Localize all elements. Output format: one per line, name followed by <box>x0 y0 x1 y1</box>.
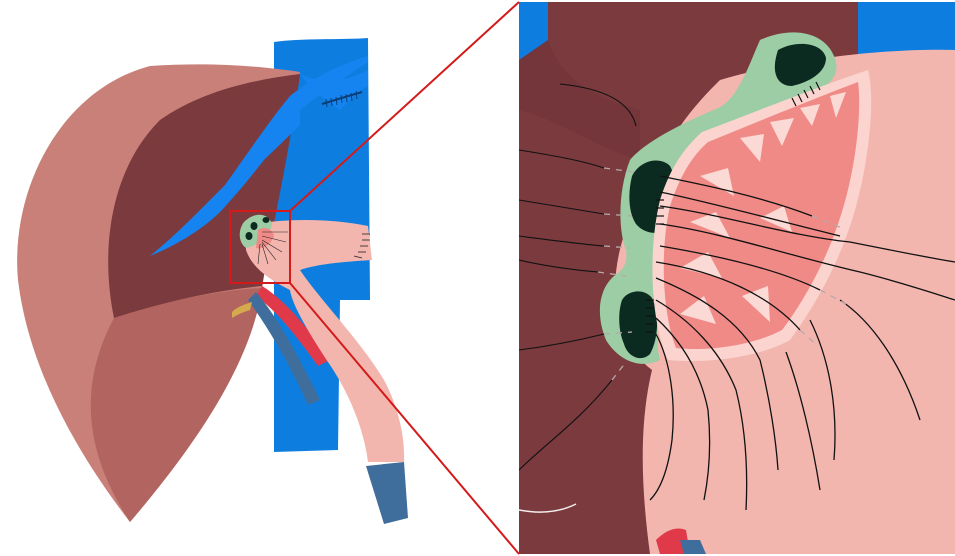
inset-vena-cava-right <box>858 2 955 56</box>
inset-panel <box>519 2 955 554</box>
afferent-limb-stump <box>366 462 408 524</box>
liver-lower-lobe <box>91 288 262 522</box>
overview-panel <box>17 38 408 524</box>
